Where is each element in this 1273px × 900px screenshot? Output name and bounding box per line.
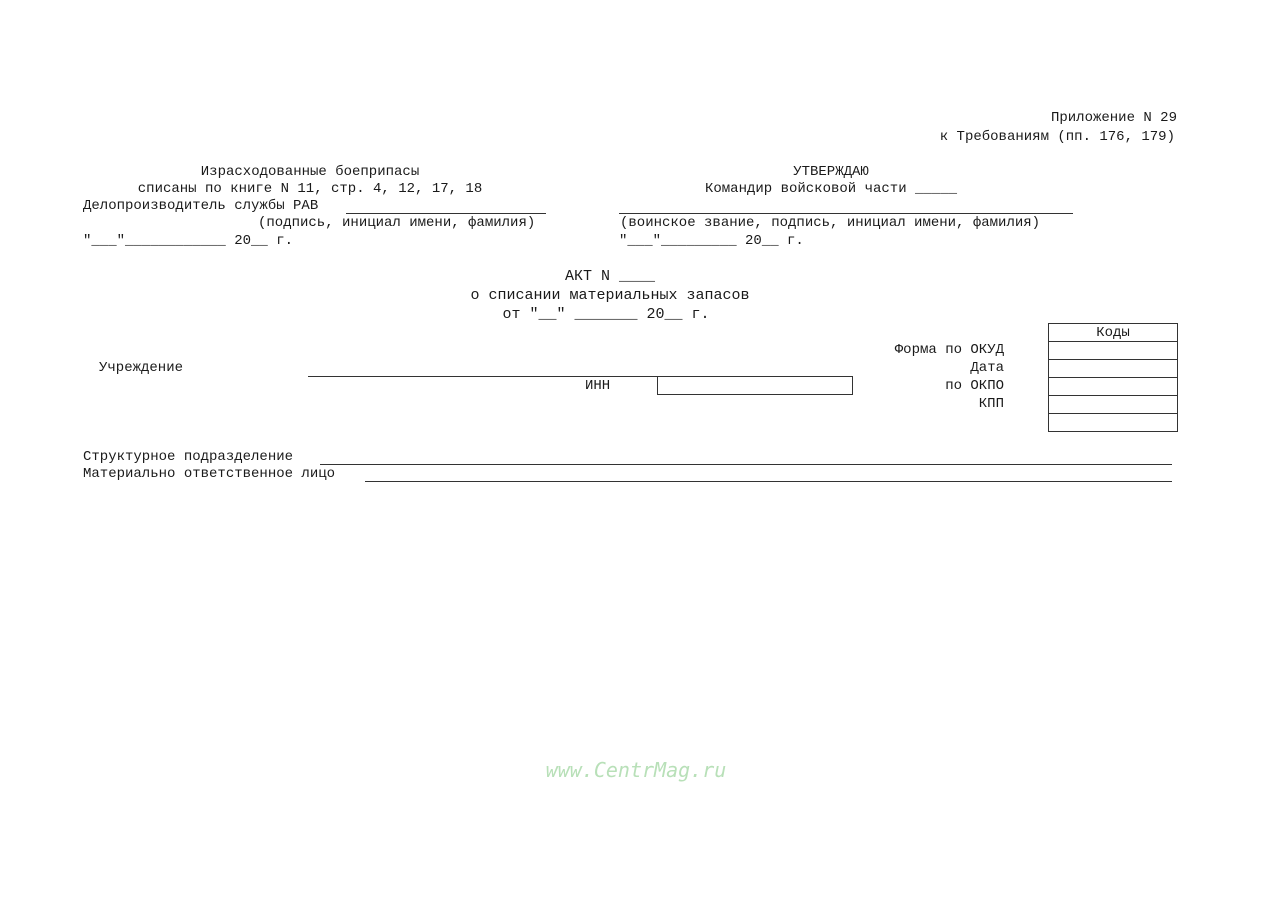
appendix-number: Приложение N 29 bbox=[1050, 110, 1177, 126]
commander-signature-line[interactable] bbox=[619, 213, 1073, 214]
date-code-cell[interactable] bbox=[1048, 359, 1178, 378]
ammunition-spent-line: Израсходованные боеприпасы bbox=[200, 164, 420, 180]
commander-line: Командир войсковой части _____ bbox=[704, 181, 958, 197]
structural-unit-label: Структурное подразделение bbox=[83, 449, 294, 465]
institution-line[interactable] bbox=[308, 376, 853, 377]
okud-label: Форма по ОКУД bbox=[894, 342, 1004, 358]
responsible-person-label: Материально ответственное лицо bbox=[83, 466, 336, 482]
inn-field[interactable] bbox=[657, 376, 853, 395]
inn-label: ИНН bbox=[585, 378, 611, 394]
left-date-line[interactable]: "___"____________ 20__ г. bbox=[83, 233, 294, 249]
okpo-code-cell[interactable] bbox=[1048, 377, 1178, 396]
right-date-line[interactable]: "___"_________ 20__ г. bbox=[619, 233, 804, 249]
clerk-signature-line[interactable] bbox=[346, 213, 546, 214]
okud-code-cell[interactable] bbox=[1048, 341, 1178, 360]
act-date[interactable]: от "__" _______ 20__ г. bbox=[502, 306, 710, 323]
structural-unit-line[interactable] bbox=[320, 464, 1172, 465]
act-title: АКТ N ____ bbox=[564, 268, 655, 285]
book-reference-line: списаны по книге N 11, стр. 4, 12, 17, 1… bbox=[137, 181, 483, 197]
clerk-signature-hint: (подпись, инициал имени, фамилия) bbox=[258, 215, 536, 231]
kpp-code-cell[interactable] bbox=[1048, 395, 1178, 414]
kpp-label: КПП bbox=[978, 396, 1004, 412]
okpo-label: по ОКПО bbox=[945, 378, 1004, 394]
commander-signature-hint: (воинское звание, подпись, инициал имени… bbox=[620, 215, 1041, 231]
watermark: www.CentrMag.ru bbox=[545, 758, 727, 782]
date-label: Дата bbox=[970, 360, 1004, 376]
institution-label: Учреждение bbox=[99, 360, 184, 376]
act-subtitle: о списании материальных запасов bbox=[470, 287, 750, 304]
requirements-reference: к Требованиям (пп. 176, 179) bbox=[939, 129, 1175, 145]
extra-code-cell[interactable] bbox=[1048, 413, 1178, 432]
responsible-person-line[interactable] bbox=[365, 481, 1172, 482]
codes-header: Коды bbox=[1048, 323, 1178, 342]
approve-heading: УТВЕРЖДАЮ bbox=[793, 164, 869, 180]
clerk-label: Делопроизводитель службы РАВ bbox=[83, 198, 319, 214]
codes-table: Коды bbox=[1048, 323, 1178, 432]
